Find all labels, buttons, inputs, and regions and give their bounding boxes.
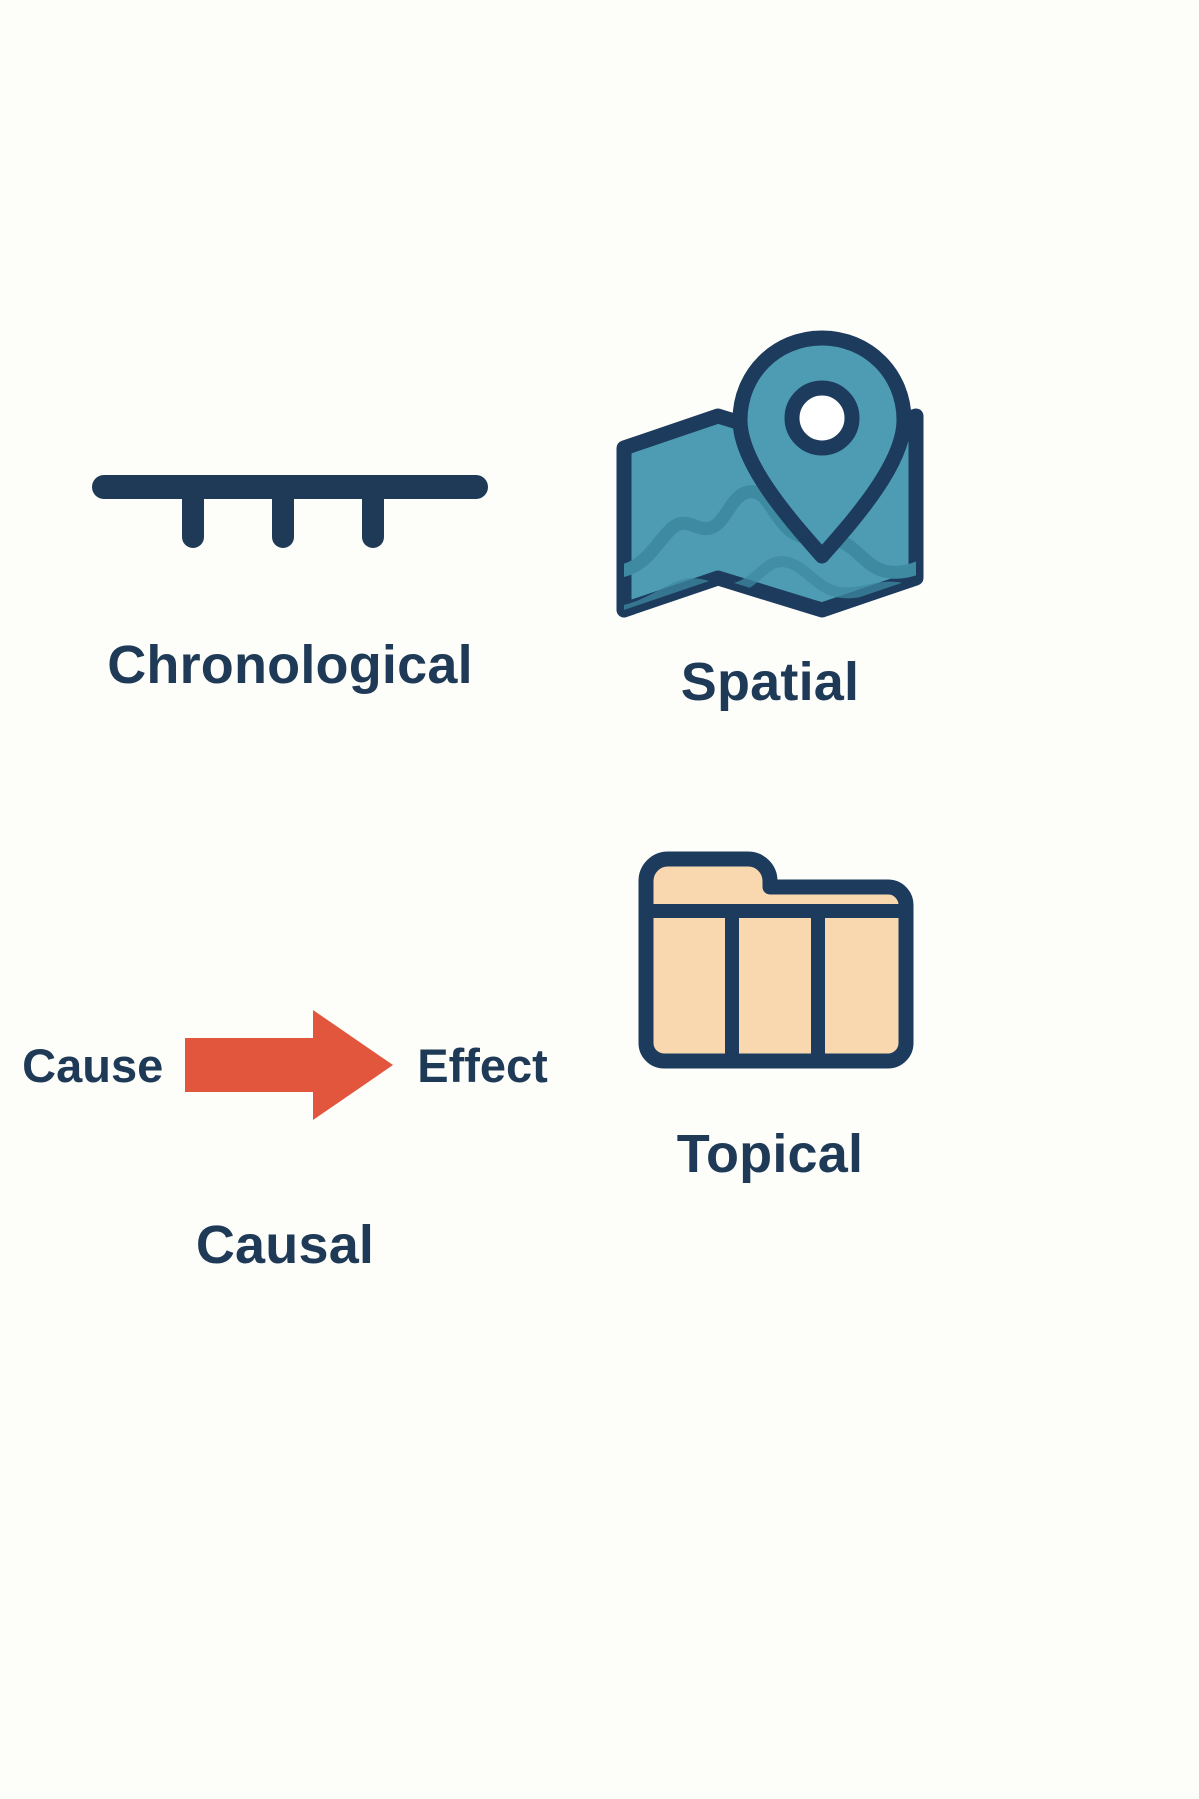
- effect-word-label: Effect: [417, 1038, 548, 1092]
- pattern-label-chronological: Chronological: [107, 635, 473, 695]
- pattern-card-chronological[interactable]: Chronological: [20, 420, 560, 692]
- timeline-icon-box: [80, 420, 500, 620]
- pattern-label-topical: Topical: [676, 1124, 864, 1184]
- cause-effect-row: Cause Effect: [15, 1006, 555, 1124]
- pattern-label-causal: Causal: [195, 1215, 375, 1275]
- right-arrow-shape: [185, 1010, 394, 1120]
- map-pin-icon: [616, 330, 924, 618]
- map-pin-center-dot: [784, 380, 860, 456]
- folder-icon-box: [615, 820, 925, 1085]
- pattern-label-spatial: Spatial: [680, 652, 860, 712]
- pattern-card-causal[interactable]: Cause Effect Causal: [0, 1000, 570, 1272]
- folder-body-shape: [638, 851, 914, 1069]
- folder-icon: [638, 851, 914, 1069]
- pattern-card-spatial[interactable]: Spatial: [570, 315, 970, 709]
- right-arrow-icon: [185, 1010, 394, 1120]
- cause-effect-arrow-icon-box: Cause Effect: [15, 1000, 555, 1130]
- timeline-icon: [92, 475, 488, 548]
- cause-word-label: Cause: [22, 1038, 164, 1092]
- pattern-card-topical[interactable]: Topical: [570, 820, 970, 1181]
- map-pin-icon-box: [605, 315, 935, 625]
